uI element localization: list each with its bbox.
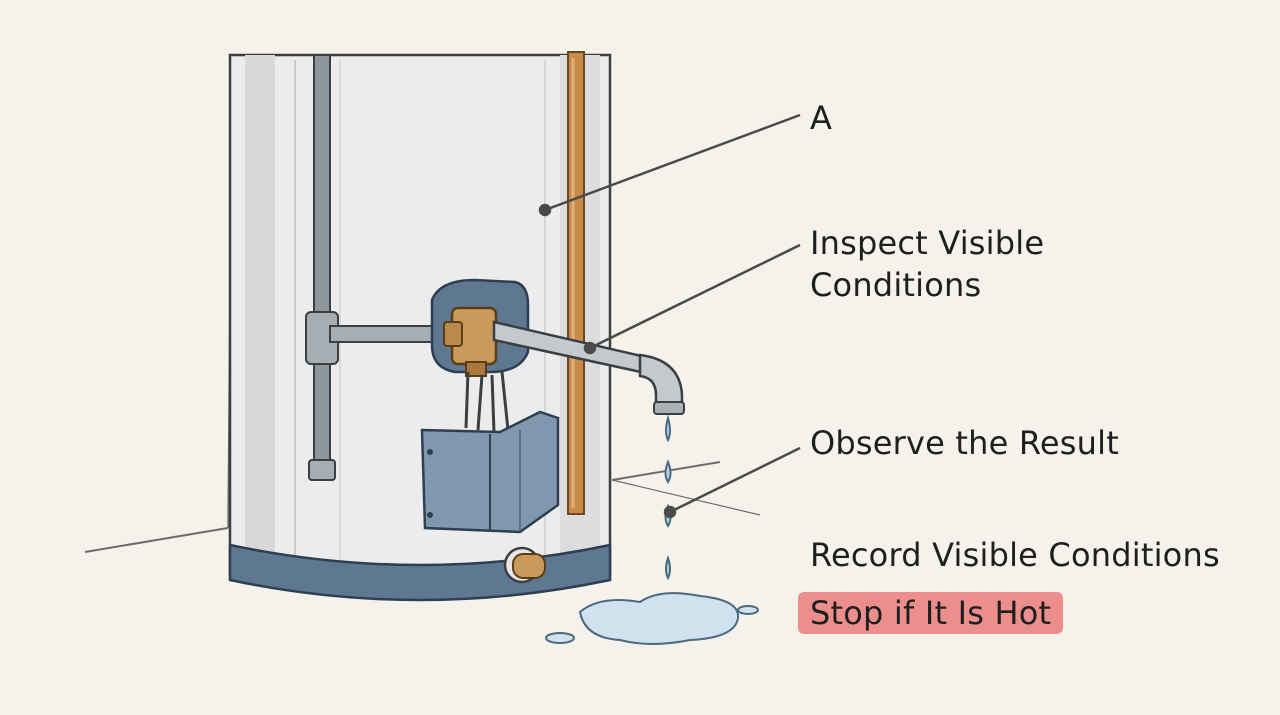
- water-drops: [664, 414, 672, 581]
- leader-line-a: [544, 113, 801, 212]
- relief-valve-icon: [443, 306, 498, 377]
- water-drop-icon: [664, 459, 672, 484]
- callout-observe-the-result: Observe the Result: [810, 424, 1119, 462]
- access-panel: [420, 410, 560, 534]
- water-puddle-icon: [545, 592, 759, 645]
- leader-line-observe: [669, 446, 801, 514]
- element-wires: [464, 371, 510, 433]
- drain-valve-icon: [503, 546, 546, 584]
- water-drop-icon: [665, 554, 671, 581]
- leader-line-inspect: [589, 243, 801, 350]
- callout-record-visible-conditions: Record Visible Conditions: [810, 536, 1220, 574]
- water-drop-icon: [665, 414, 671, 443]
- leader-lines: [538, 113, 801, 519]
- callout-a: A: [810, 99, 833, 137]
- copper-pipe: [567, 51, 585, 515]
- connector-pipe: [329, 325, 441, 343]
- callout-inspect-visible-conditions: Inspect Visible Conditions: [810, 224, 1045, 304]
- callout-stop-if-hot-warning: Stop if It Is Hot: [798, 592, 1064, 634]
- discharge-pipe: [492, 320, 685, 415]
